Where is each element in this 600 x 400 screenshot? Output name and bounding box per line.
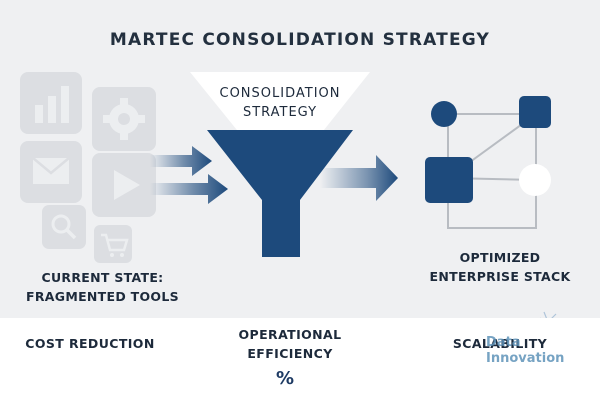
watermark-line2: Innovation [486,351,565,366]
magnifier-icon [42,205,86,249]
funnel-shape [190,72,370,257]
page-title: MARTEC CONSOLIDATION STRATEGY [109,30,491,50]
watermark-logo: Data Innovation [486,335,586,367]
network-node [431,101,457,127]
network-node [425,157,473,203]
current-state-line2: FRAGMENTED TOOLS [26,289,179,304]
benefits-strip [0,318,600,400]
cart-icon [94,225,132,263]
bar-chart-icon [20,72,82,134]
benefit-label: SCALABILITY [452,336,548,351]
benefit-label-line1: OPERATIONAL [238,327,342,342]
input-arrows [150,146,228,204]
optimized-stack-caption: OPTIMIZED ENTERPRISE STACK [400,248,600,286]
input-arrow-bottom [150,174,228,204]
benefit-operational-efficiency: OPERATIONAL EFFICIENCY [195,325,385,363]
input-arrow-top [150,146,212,176]
current-state-caption: CURRENT STATE: FRAGMENTED TOOLS [0,268,205,306]
network-node [519,164,551,196]
network-node [519,96,551,128]
output-arrow [320,155,398,201]
funnel-label: CONSOLIDATION STRATEGY [200,84,360,122]
optimized-stack-line1: OPTIMIZED [459,250,541,265]
benefit-cost-reduction: COST REDUCTION [0,334,180,353]
percent-icon: % [275,368,295,389]
enterprise-stack-network [425,96,551,229]
fragmented-tools [20,72,156,263]
envelope-icon [20,141,82,203]
funnel-label-line1: CONSOLIDATION [219,86,341,101]
gear-icon [92,87,156,151]
current-state-line1: CURRENT STATE: [41,270,164,285]
optimized-stack-line2: ENTERPRISE STACK [429,269,571,284]
benefit-scalability: SCALABILITY [400,334,600,353]
play-icon [92,153,156,217]
benefit-label: COST REDUCTION [25,336,155,351]
funnel-label-line2: STRATEGY [242,105,318,120]
benefit-label-line2: EFFICIENCY [247,346,333,361]
watermark-line1: Data [486,335,521,350]
